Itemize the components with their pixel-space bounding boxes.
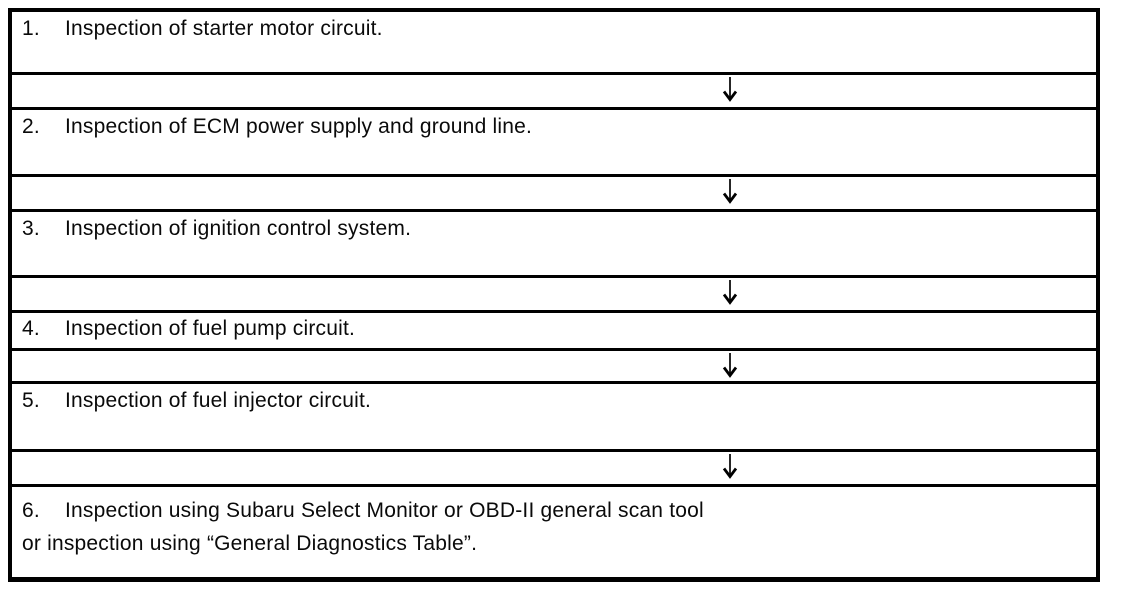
step-number: 1. (22, 17, 40, 40)
step-box-5: 5. Inspection of fuel injector circuit. (12, 384, 1096, 452)
step-text-line-2: or inspection using “General Diagnostics… (22, 532, 478, 555)
step-text: Inspection of fuel injector circuit. (65, 389, 372, 412)
step-box-2: 2. Inspection of ECM power supply and gr… (12, 110, 1096, 177)
flowchart-frame: 1. Inspection of starter motor circuit. … (8, 8, 1100, 582)
step-text: Inspection of ECM power supply and groun… (65, 115, 533, 138)
step-text: Inspection of ignition control system. (65, 217, 412, 240)
step-number: 6. (22, 499, 40, 522)
connector-row (12, 278, 1096, 313)
step-text: Inspection of starter motor circuit. (65, 17, 383, 40)
step-number: 4. (22, 317, 40, 340)
step-box-1: 1. Inspection of starter motor circuit. (12, 12, 1096, 75)
down-arrow-icon (722, 179, 738, 204)
down-arrow-icon (722, 454, 738, 479)
down-arrow-icon (722, 77, 738, 102)
step-box-4: 4. Inspection of fuel pump circuit. (12, 313, 1096, 351)
step-box-3: 3. Inspection of ignition control system… (12, 212, 1096, 278)
step-text: Inspection of fuel pump circuit. (65, 317, 356, 340)
step-text-line-1: 6. Inspection using Subaru Select Monito… (22, 494, 1088, 527)
connector-row (12, 177, 1096, 212)
down-arrow-icon (722, 353, 738, 378)
step-number: 5. (22, 389, 40, 412)
down-arrow-icon (722, 280, 738, 305)
connector-row (12, 75, 1096, 110)
step-number: 3. (22, 217, 40, 240)
step-text: Inspection using Subaru Select Monitor o… (65, 499, 704, 522)
step-box-6: 6. Inspection using Subaru Select Monito… (12, 487, 1096, 577)
connector-row (12, 452, 1096, 487)
connector-row (12, 351, 1096, 384)
step-number: 2. (22, 115, 40, 138)
